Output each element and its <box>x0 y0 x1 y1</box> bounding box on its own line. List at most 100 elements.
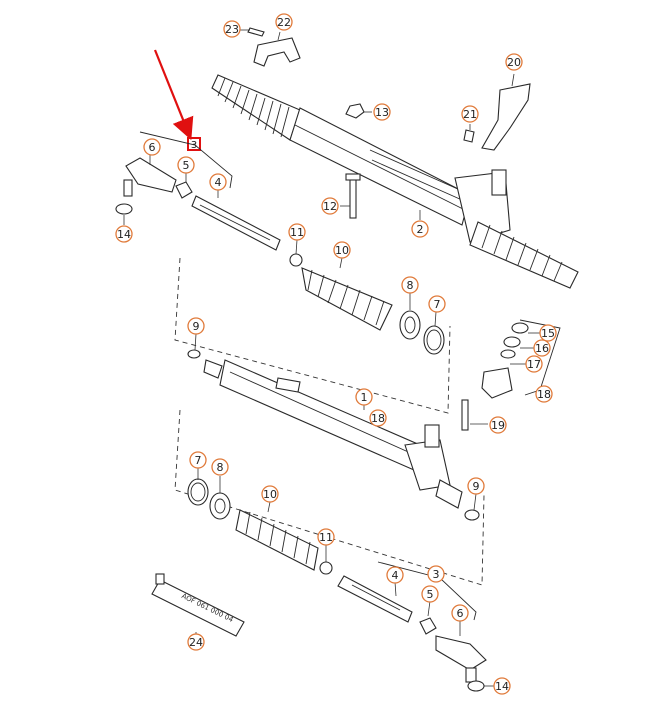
callout-number: 14 <box>495 680 509 693</box>
callout-number: 6 <box>457 607 464 620</box>
callout-number: 5 <box>427 588 434 601</box>
callout-number: 24 <box>189 636 203 649</box>
callout-circle <box>115 225 133 243</box>
callout-circle <box>317 528 335 546</box>
callout-circle <box>386 566 404 584</box>
callout-number: 19 <box>491 419 505 432</box>
callout-circle <box>333 241 351 259</box>
callout-p3b: 3 <box>427 565 445 583</box>
callout-number: 10 <box>335 244 349 257</box>
callout-circle <box>427 565 445 583</box>
callout-p1: 1 <box>355 388 373 406</box>
callout-p5b: 5 <box>421 585 439 603</box>
callout-number: 2 <box>417 223 424 236</box>
washer-9-lower <box>464 493 480 521</box>
callout-circle <box>223 20 241 38</box>
bracket-20 <box>481 73 531 151</box>
callout-number: 9 <box>473 480 480 493</box>
callout-p24: 24 <box>187 633 205 651</box>
callout-circle <box>489 416 507 434</box>
callout-p4a: 4 <box>209 173 227 191</box>
callout-number: 4 <box>392 569 399 582</box>
callout-p23: 23 <box>223 20 241 38</box>
callout-p17: 17 <box>525 355 543 373</box>
callout-circle <box>505 53 523 71</box>
callout-circle <box>373 103 391 121</box>
callout-circle <box>187 317 205 335</box>
callout-number: 9 <box>193 320 200 333</box>
middle-rack-assembly <box>203 359 463 509</box>
callout-circle <box>535 385 553 403</box>
callout-p8a: 8 <box>401 276 419 294</box>
bolt-12 <box>340 173 361 219</box>
callout-number: 7 <box>434 298 441 311</box>
upper-rack-assembly <box>211 74 579 289</box>
callout-p6b: 6 <box>451 604 469 622</box>
callout-p19: 19 <box>489 416 507 434</box>
clamp-bracket-22 <box>253 31 301 67</box>
callout-p15: 15 <box>539 324 557 342</box>
callout-number: 18 <box>371 412 385 425</box>
callout-number: 8 <box>217 461 224 474</box>
callout-number: 8 <box>407 279 414 292</box>
callout-circle <box>261 485 279 503</box>
callout-p2: 2 <box>411 220 429 238</box>
lower-left-tie-rod-group <box>337 561 494 692</box>
callout-p21: 21 <box>461 105 479 123</box>
callout-circle <box>461 105 479 123</box>
callout-circle <box>355 388 373 406</box>
callout-circle <box>369 409 387 427</box>
callout-circle <box>177 156 195 174</box>
washer-9-upper <box>187 333 201 359</box>
callout-p11a: 11 <box>288 223 306 241</box>
callout-number: 14 <box>117 228 131 241</box>
callout-circle <box>451 604 469 622</box>
callout-circle <box>143 138 161 156</box>
callout-p18b: 18 <box>535 385 553 403</box>
callout-number: 20 <box>507 56 521 69</box>
callout-p3a-highlighted: 3 <box>191 140 197 151</box>
callout-circle <box>288 223 306 241</box>
callout-number: 5 <box>183 159 190 172</box>
callout-circle <box>533 339 551 357</box>
callout-number: 11 <box>290 226 304 239</box>
callout-number: 13 <box>375 106 389 119</box>
callout-circle <box>525 355 543 373</box>
callout-p9b: 9 <box>467 477 485 495</box>
callout-p9a: 9 <box>187 317 205 335</box>
dashed-outline-lower <box>174 409 485 586</box>
callout-number: 18 <box>537 388 551 401</box>
callout-number: 15 <box>541 327 555 340</box>
highlight-box-part-3 <box>187 137 201 151</box>
callout-p6a: 6 <box>143 138 161 156</box>
callout-p7a: 7 <box>428 295 446 313</box>
dashed-outline-middle <box>174 257 451 414</box>
callout-circle <box>209 173 227 191</box>
callout-number: 21 <box>463 108 477 121</box>
red-pointer-arrow <box>153 49 194 141</box>
boot-10-upper <box>301 257 393 331</box>
callout-p13: 13 <box>373 103 391 121</box>
callout-p12: 12 <box>321 197 339 215</box>
callout-number: 4 <box>215 176 222 189</box>
callout-number: 1 <box>361 391 368 404</box>
callout-p14a: 14 <box>115 225 133 243</box>
callout-circle <box>411 220 429 238</box>
callout-p5a: 5 <box>177 156 195 174</box>
callout-number: 16 <box>535 342 549 355</box>
callout-number: 23 <box>225 23 239 36</box>
nut-13 <box>345 103 372 119</box>
callout-p18a: 18 <box>369 409 387 427</box>
callout-number: 7 <box>195 454 202 467</box>
callout-number: 12 <box>323 200 337 213</box>
boot-10-lower <box>235 501 319 571</box>
callout-p14b: 14 <box>493 677 511 695</box>
callout-circle <box>189 451 207 469</box>
callout-circle <box>211 458 229 476</box>
callout-p4b: 4 <box>386 566 404 584</box>
callout-circle <box>321 197 339 215</box>
callout-circle <box>401 276 419 294</box>
grease-tube-24: AOF 061 000 04 <box>151 573 245 640</box>
clamp-8-upper <box>399 292 421 340</box>
